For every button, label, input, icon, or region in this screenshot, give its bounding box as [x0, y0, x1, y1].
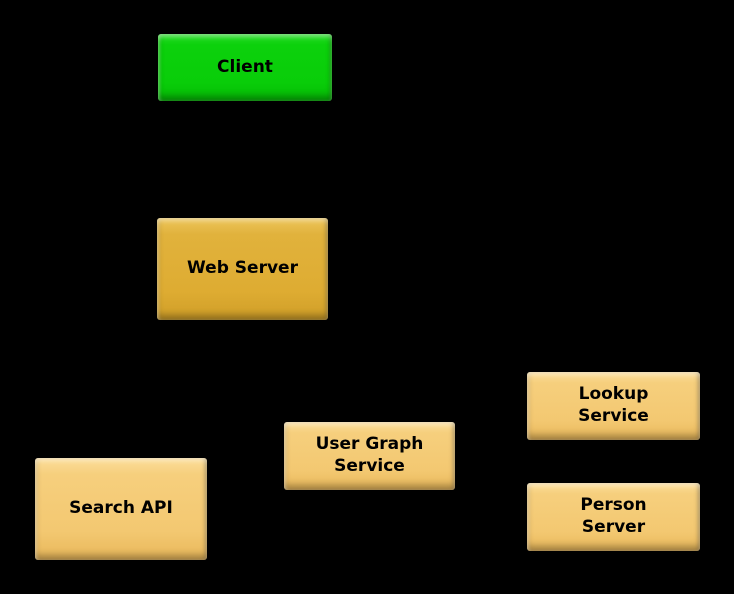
node-client: Client	[158, 34, 332, 101]
node-search-api-label: Search API	[69, 498, 173, 519]
node-search-api: Search API	[35, 458, 207, 560]
node-client-label: Client	[217, 56, 273, 77]
node-user-graph-service-label: User Graph Service	[315, 434, 424, 476]
node-lookup-service: Lookup Service	[527, 372, 700, 440]
node-person-server: Person Server	[527, 483, 700, 551]
node-web-server: Web Server	[157, 218, 328, 320]
node-person-server-label: Person Server	[580, 495, 647, 537]
node-user-graph-service: User Graph Service	[284, 422, 455, 490]
node-lookup-service-label: Lookup Service	[578, 384, 649, 426]
node-web-server-label: Web Server	[187, 258, 298, 279]
